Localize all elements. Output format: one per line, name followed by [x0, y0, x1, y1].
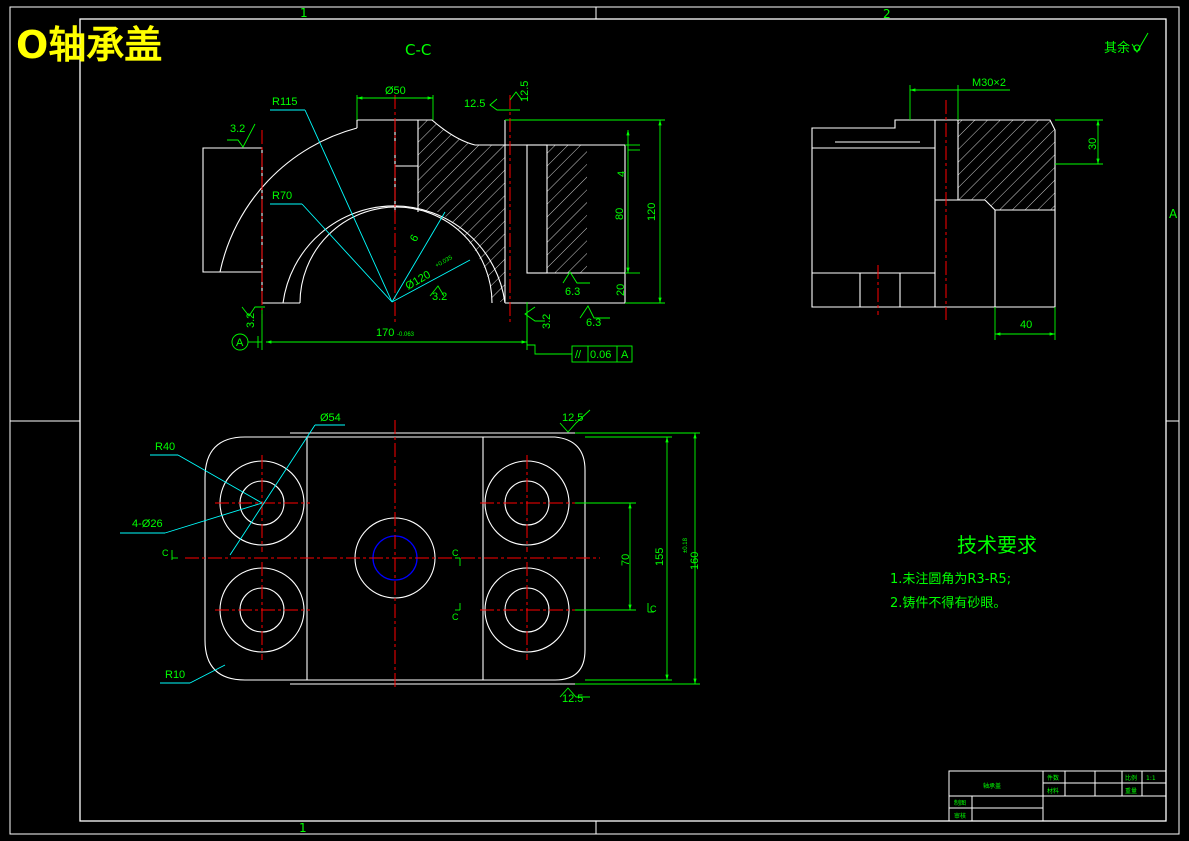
cut-c2-label: C — [452, 548, 459, 558]
top-profile — [356, 119, 506, 302]
draw-label: 制图 — [954, 799, 966, 807]
ra-32-a-label: 3.2 — [230, 123, 245, 135]
roughness-check-icon — [1131, 32, 1149, 53]
ra-125-bottom-label: 12.5 — [562, 693, 583, 705]
zone-mark-top-1: 1 — [300, 6, 308, 20]
outer-arc-r115 — [219, 127, 358, 303]
dim-170-label: 170 — [376, 327, 394, 339]
general-roughness-note: 其余 — [1104, 32, 1149, 56]
part-name: 轴承盖 — [983, 782, 1001, 790]
dim-40-label: 40 — [1020, 319, 1032, 331]
zone-mark-right-a: A — [1169, 207, 1178, 221]
dim-160-tol-label: ±0.18 — [683, 537, 689, 553]
tech-heading: 技术要求 — [957, 533, 1037, 557]
section-hatch-left — [418, 120, 505, 302]
ra-125-a-label: 12.5 — [464, 98, 485, 110]
holes-label: 4-Ø26 — [132, 518, 163, 530]
title-block: 轴承盖 比例 1:1 件数 重量 材料 制图 审核 — [948, 770, 1167, 822]
material-label: 材料 — [1047, 787, 1059, 795]
check-label: 审核 — [954, 812, 966, 820]
dia120-tol-label: +0.035 — [435, 255, 455, 270]
tech-item-2: 2.铸件不得有砂眼。 — [890, 595, 1006, 611]
cut-c3-label: C — [452, 612, 459, 622]
dia120-label: Ø120 — [404, 269, 433, 293]
dim-170-tol-label: -0.063 — [397, 332, 415, 338]
cut-c1-label: C — [162, 548, 169, 558]
technical-requirements: 技术要求 1.未注圆角为R3-R5; 2.铸件不得有砂眼。 — [890, 533, 1037, 611]
top-view-outline — [204, 436, 586, 681]
zone-mark-top-2: 2 — [883, 7, 891, 21]
scale-value: 1:1 — [1146, 775, 1156, 782]
zone-mark-bottom-1: 1 — [299, 821, 307, 835]
bore-arc — [299, 206, 493, 304]
ra-32-c-label: 3.2 — [541, 314, 553, 329]
dim-4-label: 4 — [616, 171, 628, 177]
left-flange-outline — [202, 147, 263, 273]
section-hatch-right — [547, 145, 587, 273]
ra-32-b-label: 3.2 — [245, 313, 257, 328]
dim-155-label: 155 — [654, 548, 666, 566]
tech-item-1: 1.未注圆角为R3-R5; — [890, 572, 1011, 587]
weight-label: 重量 — [1125, 787, 1137, 795]
r115-label: R115 — [272, 96, 297, 108]
ra-125-b-label: 12.5 — [519, 81, 531, 102]
roughness-others-label: 其余 — [1104, 40, 1130, 56]
r40-label: R40 — [155, 441, 175, 453]
drawing-title: O轴承盖 — [16, 23, 162, 67]
cut-c4-label: C — [650, 604, 657, 614]
datum-a-label: A — [236, 337, 244, 349]
dim-160-label: 160 — [689, 552, 701, 570]
ra-63-a-label: 6.3 — [565, 286, 580, 298]
section-label: C-C — [405, 41, 431, 59]
top-view: Ø54 R40 4-Ø26 R10 70 155 160 ±0.18 12.5 … — [120, 409, 701, 705]
section-view: R115 R70 Ø50 Ø120 +0.035 170 -0.063 4 80… — [202, 81, 665, 363]
qty-label: 件数 — [1047, 774, 1059, 782]
side-hatch — [958, 120, 1055, 210]
side-view: M30×2 30 40 — [811, 77, 1103, 340]
dim-120-label: 120 — [646, 203, 658, 221]
r70-label: R70 — [272, 190, 292, 202]
drawing-frame — [9, 6, 1180, 835]
dia50-label: Ø50 — [385, 85, 406, 97]
ra-63-b-label: 6.3 — [586, 317, 601, 329]
thread-label: M30×2 — [972, 77, 1006, 89]
tolerance-symbol: // — [575, 349, 582, 361]
dim-80-label: 80 — [614, 208, 626, 220]
dim-30-label: 30 — [1087, 138, 1099, 150]
scale-label: 比例 — [1125, 774, 1137, 782]
r10-label: R10 — [165, 669, 185, 681]
zone-marks: 1 2 1 A — [299, 6, 1178, 835]
ra-125-top-label: 12.5 — [562, 412, 583, 424]
dim-70-label: 70 — [620, 554, 632, 566]
inner-arc-r70 — [282, 205, 506, 304]
ra-32-d-label: 3.2 — [432, 291, 447, 303]
dim-20-label: 20 — [615, 284, 627, 296]
tolerance-value: 0.06 — [590, 349, 611, 361]
tolerance-datum: A — [621, 349, 629, 361]
dim-6-label: 6 — [408, 233, 421, 244]
dia54-label: Ø54 — [320, 412, 341, 424]
